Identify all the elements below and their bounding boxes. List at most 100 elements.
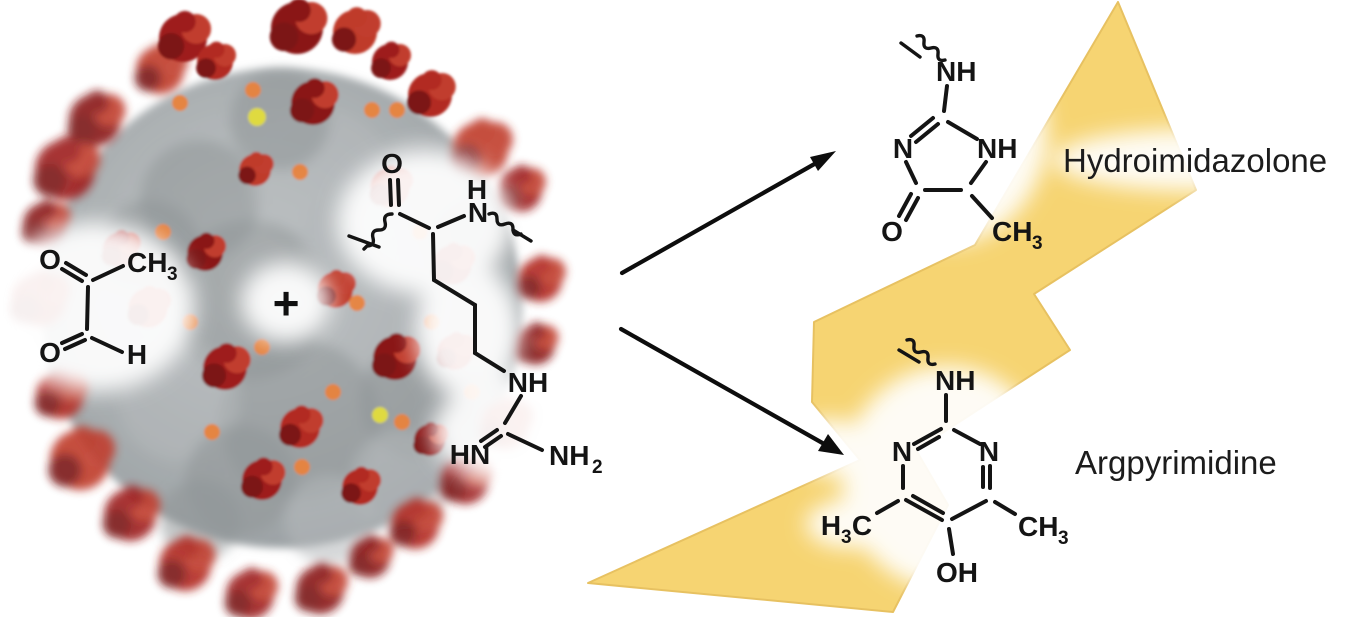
- spike-blob: [439, 474, 467, 502]
- membrane-dot-orange: [389, 102, 405, 118]
- spike-blob: [196, 58, 216, 79]
- spike-blob: [224, 589, 252, 617]
- spike-blob: [216, 343, 237, 363]
- spike-blob: [175, 535, 199, 560]
- arrowhead-top-icon: [810, 151, 836, 171]
- spike-blob: [331, 27, 357, 52]
- cut-mark-right: [511, 228, 533, 243]
- atom-ch3: CH: [992, 216, 1032, 247]
- spike-blob: [201, 363, 227, 388]
- spike-blob: [294, 584, 322, 612]
- spike-blob: [406, 497, 428, 520]
- glow-arginine-guanidine: [432, 377, 608, 487]
- glow-label-argpyrimidine: [1062, 432, 1302, 492]
- spike-blob: [421, 70, 442, 90]
- atom-n-left: N: [892, 436, 912, 467]
- membrane-dot-orange: [349, 295, 365, 311]
- spike-blob: [36, 200, 57, 220]
- wavy-bond-right: [487, 211, 523, 237]
- spike-blob: [102, 509, 132, 539]
- spike-blob: [527, 322, 546, 341]
- atom-o-carbonyl: O: [381, 148, 403, 179]
- spike-blob: [157, 32, 185, 60]
- glow-h3c: [806, 500, 894, 548]
- atom-nh2-sub: 2: [592, 457, 603, 478]
- glow-hydroimidazolone: [847, 20, 1047, 244]
- glow-plus: [241, 262, 331, 342]
- spike-blob: [120, 485, 144, 510]
- atom-nh-link: NH: [935, 365, 975, 396]
- membrane-dot-orange: [394, 414, 410, 430]
- glow-argpyrimidine: [842, 366, 1052, 590]
- spike-blob: [279, 423, 301, 446]
- product-label-argpyrimidine: Argpyrimidine: [1075, 444, 1277, 481]
- spike-blob: [341, 483, 361, 504]
- spike-blob: [406, 90, 432, 115]
- spike-blob: [371, 58, 391, 79]
- spike-blob: [241, 567, 263, 590]
- structure-argpyrimidine: NH N N H 3 C CH 3 OH: [821, 337, 1069, 588]
- atom-o-top: O: [39, 244, 61, 275]
- atom-h3c-c: C: [852, 510, 872, 541]
- spike-blob: [249, 151, 264, 167]
- spike-blob: [157, 559, 187, 589]
- membrane-dot-orange: [364, 102, 380, 118]
- spike-blob: [531, 255, 552, 275]
- spike-blob: [383, 41, 400, 58]
- glow-arginine-top: [337, 150, 513, 294]
- atom-h3c-sub: 3: [841, 527, 852, 548]
- atom-ch3: CH: [1018, 511, 1058, 542]
- spike-blob: [134, 64, 162, 92]
- membrane-dot-orange: [204, 424, 220, 440]
- spike-blob: [238, 166, 256, 185]
- spike-blob: [34, 389, 62, 417]
- atom-nh-link: NH: [936, 56, 976, 87]
- membrane-dot-orange: [292, 164, 308, 180]
- atom-ch3-sub: 3: [1032, 233, 1043, 254]
- spike-blob: [186, 249, 206, 270]
- atom-nh2: NH: [549, 440, 589, 471]
- spike-blob: [85, 90, 109, 115]
- glow-methylglyoxal: [0, 222, 195, 392]
- white-glow-patches: [0, 20, 1338, 590]
- structure-arginine-residue: O H N NH HN NH 2: [347, 148, 603, 478]
- cut-mark-top: [899, 41, 922, 59]
- atom-n-right: N: [979, 436, 999, 467]
- plus-sign: +: [273, 277, 300, 329]
- atom-hn-guanidine: HN: [450, 439, 490, 470]
- membrane-dot-orange: [245, 82, 261, 98]
- atom-n-backbone: N: [468, 197, 488, 228]
- atom-nh-ring: NH: [977, 133, 1017, 164]
- spike-blob: [292, 405, 311, 424]
- glow-arginine-chain: [416, 262, 520, 398]
- spike-blob: [48, 453, 82, 487]
- structure-methylglyoxal: O CH 3 O H: [39, 244, 177, 370]
- spike-blob: [67, 114, 97, 144]
- spike-blob: [68, 426, 96, 454]
- spike-blob: [53, 136, 81, 164]
- atom-h-backbone: H: [467, 174, 487, 205]
- spike-blob: [269, 22, 299, 52]
- structure-hydroimidazolone: NH N NH O CH 3: [881, 33, 1043, 254]
- spike-blob: [511, 165, 532, 185]
- spike-blob: [254, 457, 273, 476]
- reaction-arrow-top: [619, 151, 836, 276]
- spike-blob: [289, 98, 315, 123]
- atom-ch3-sub: 3: [1058, 528, 1069, 549]
- spike-blob: [349, 553, 371, 576]
- spike-blob: [516, 275, 542, 300]
- spike-blob: [287, 0, 311, 23]
- spike-blob: [174, 10, 196, 33]
- cut-mark-top: [897, 348, 921, 364]
- wavy-bond-top: [905, 337, 937, 367]
- membrane-dot-orange: [172, 95, 188, 111]
- spike-blob: [514, 340, 536, 363]
- atom-o-bottom: O: [39, 337, 61, 368]
- spike-blob: [389, 519, 417, 547]
- atom-h: H: [127, 339, 147, 370]
- atom-h3c-h: H: [821, 510, 841, 541]
- spike-blob: [371, 353, 397, 378]
- spike-blob: [413, 436, 431, 455]
